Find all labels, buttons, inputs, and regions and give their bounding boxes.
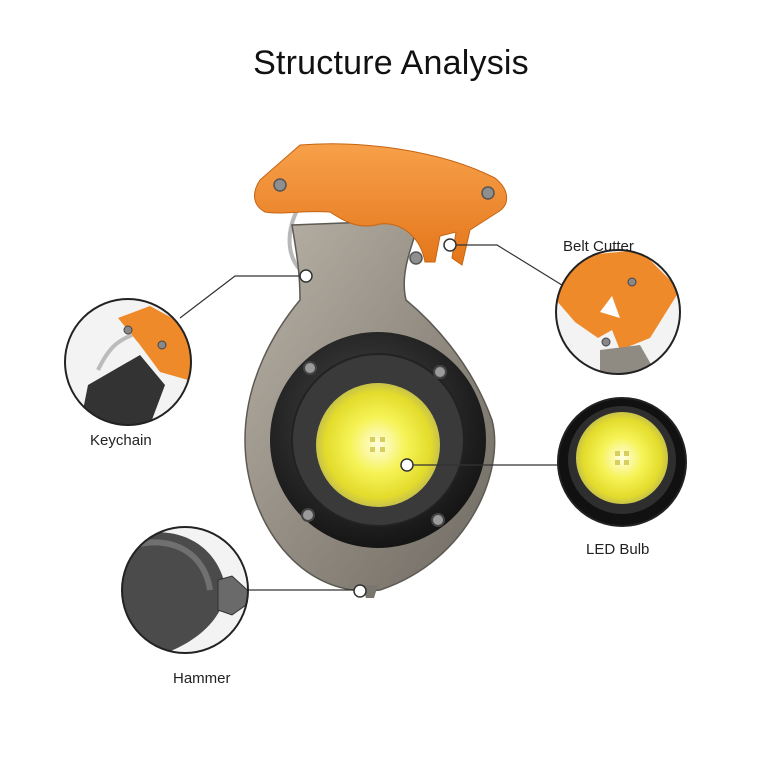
led-bulb-label: LED Bulb [586, 541, 650, 558]
led-bulb [316, 383, 440, 507]
hammer-detail [121, 526, 249, 654]
handle-screw-right [481, 186, 495, 200]
keychain-label: Keychain [90, 432, 152, 449]
hammer-label: Hammer [173, 670, 231, 687]
handle-screw-left [273, 178, 287, 192]
ring-screw [431, 513, 445, 527]
belt-cutter-dot [443, 238, 457, 252]
connector-lines [179, 244, 571, 591]
keychain-connector [179, 275, 302, 319]
keychain-detail [64, 298, 192, 426]
ring-screw [433, 365, 447, 379]
handle-screw-bottom [409, 251, 423, 265]
ring-screw [301, 508, 315, 522]
belt-cutter-detail [555, 249, 681, 375]
hammer-dot [353, 584, 367, 598]
hammer-spike [217, 575, 248, 616]
ring-screw [303, 361, 317, 375]
main-product [244, 143, 508, 598]
belt-cutter-label: Belt Cutter [563, 238, 634, 255]
page-title: Structure Analysis [253, 44, 529, 82]
orange-handle [254, 143, 508, 266]
keychain-dot [299, 269, 313, 283]
connector-dots [299, 238, 457, 598]
led-dot [400, 458, 414, 472]
belt-cutter-connector [452, 244, 571, 291]
led-bulb-detail [557, 397, 687, 527]
